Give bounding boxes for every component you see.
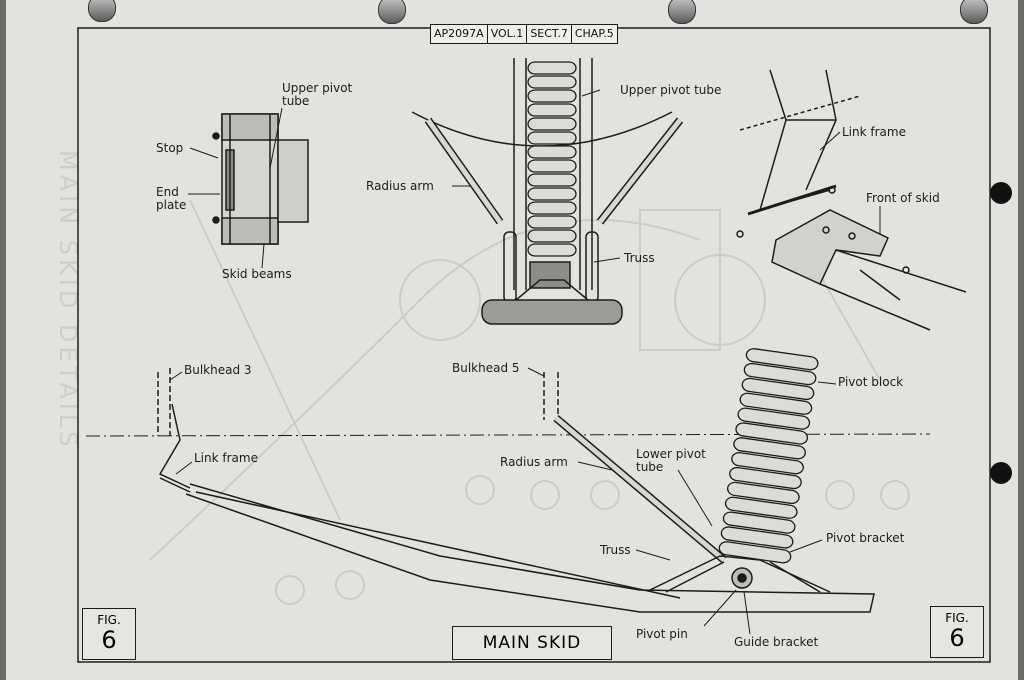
shock-absorber-bellows-tilted: [718, 348, 819, 564]
bellows-ring: [743, 362, 817, 386]
label-pivot-bracket: Pivot bracket: [826, 531, 905, 545]
skid-end-view: [212, 113, 309, 245]
bellows-ring: [527, 243, 577, 257]
label-stop: Stop: [156, 141, 184, 155]
label-radius-arm-bottom: Radius arm: [500, 455, 568, 469]
punch-hole: [990, 462, 1012, 484]
bellows-ring: [527, 103, 577, 117]
label-pivot-block: Pivot block: [838, 375, 904, 389]
label-bulkhead-5: Bulkhead 5: [452, 361, 520, 375]
header-cell: AP2097A: [431, 25, 488, 43]
bellows-ring: [718, 541, 792, 564]
bellows-ring: [527, 61, 577, 75]
label-skid-beams: Skid beams: [222, 267, 292, 281]
bellows-ring: [527, 117, 577, 131]
bellows-ring: [724, 496, 798, 519]
bellows-ring: [527, 159, 577, 173]
binder-ring: [668, 0, 696, 24]
drawing-sheet: [6, 0, 1018, 680]
drawing-title: MAIN SKID: [452, 626, 612, 660]
bellows-ring: [739, 392, 813, 415]
label-end-plate: End plate: [156, 185, 187, 212]
bellows-ring: [737, 407, 811, 430]
label-link-frame-bottom: Link frame: [194, 451, 258, 465]
binder-ring: [88, 0, 116, 22]
figure-number-right: FIG. 6: [930, 606, 984, 658]
header-cell: SECT.7: [527, 25, 572, 43]
bellows-ring: [731, 452, 804, 475]
label-truss-top: Truss: [624, 251, 655, 265]
figure-prefix: FIG.: [945, 611, 969, 625]
bellows-ring: [720, 526, 794, 549]
bellows-ring: [733, 437, 806, 460]
bellows-ring: [527, 187, 577, 201]
bellows-ring: [527, 229, 577, 243]
skid-side-view: [157, 368, 875, 613]
bellows-ring: [727, 481, 800, 505]
figure-prefix: FIG.: [97, 613, 121, 627]
label-pivot-pin: Pivot pin: [636, 627, 688, 641]
header-cell: VOL.1: [488, 25, 528, 43]
bellows-ring: [527, 215, 577, 229]
label-radius-arm-top: Radius arm: [366, 179, 434, 193]
figure-number: 6: [949, 624, 965, 652]
link-frame-detail: [736, 69, 967, 331]
skid-front-view: [411, 58, 684, 325]
reference-header: AP2097A VOL.1 SECT.7 CHAP.5: [430, 24, 618, 44]
label-lower-pivot-tube: Lower pivot tube: [636, 447, 706, 474]
bellows-ring: [741, 377, 815, 401]
bellows-ring: [722, 511, 796, 534]
bellows-ring: [527, 75, 577, 89]
bellows-ring: [527, 89, 577, 103]
label-upper-pivot-tube: Upper pivot tube: [620, 83, 722, 97]
bellows-ring: [527, 201, 577, 215]
leader-lines: [169, 89, 881, 635]
figure-number: 6: [101, 626, 117, 654]
binder-ring: [378, 0, 406, 24]
punch-hole: [990, 182, 1012, 204]
label-guide-bracket: Guide bracket: [734, 635, 819, 649]
label-upper-pivot-tube-left: Upper pivot tube: [282, 81, 353, 108]
bellows-ring: [527, 131, 577, 145]
binder-ring: [960, 0, 988, 24]
label-link-frame-top: Link frame: [842, 125, 906, 139]
bellows-ring: [729, 466, 802, 490]
bellows-ring: [527, 173, 577, 187]
bellows-ring: [745, 348, 819, 371]
header-cell: CHAP.5: [574, 27, 614, 40]
bellows-ring: [527, 145, 577, 159]
label-truss-bottom: Truss: [600, 543, 631, 557]
label-bulkhead-3: Bulkhead 3: [184, 363, 252, 377]
shock-absorber-bellows: [527, 61, 577, 257]
bellows-ring: [735, 422, 809, 445]
figure-number-left: FIG. 6: [82, 608, 136, 660]
label-front-of-skid: Front of skid: [866, 191, 940, 205]
